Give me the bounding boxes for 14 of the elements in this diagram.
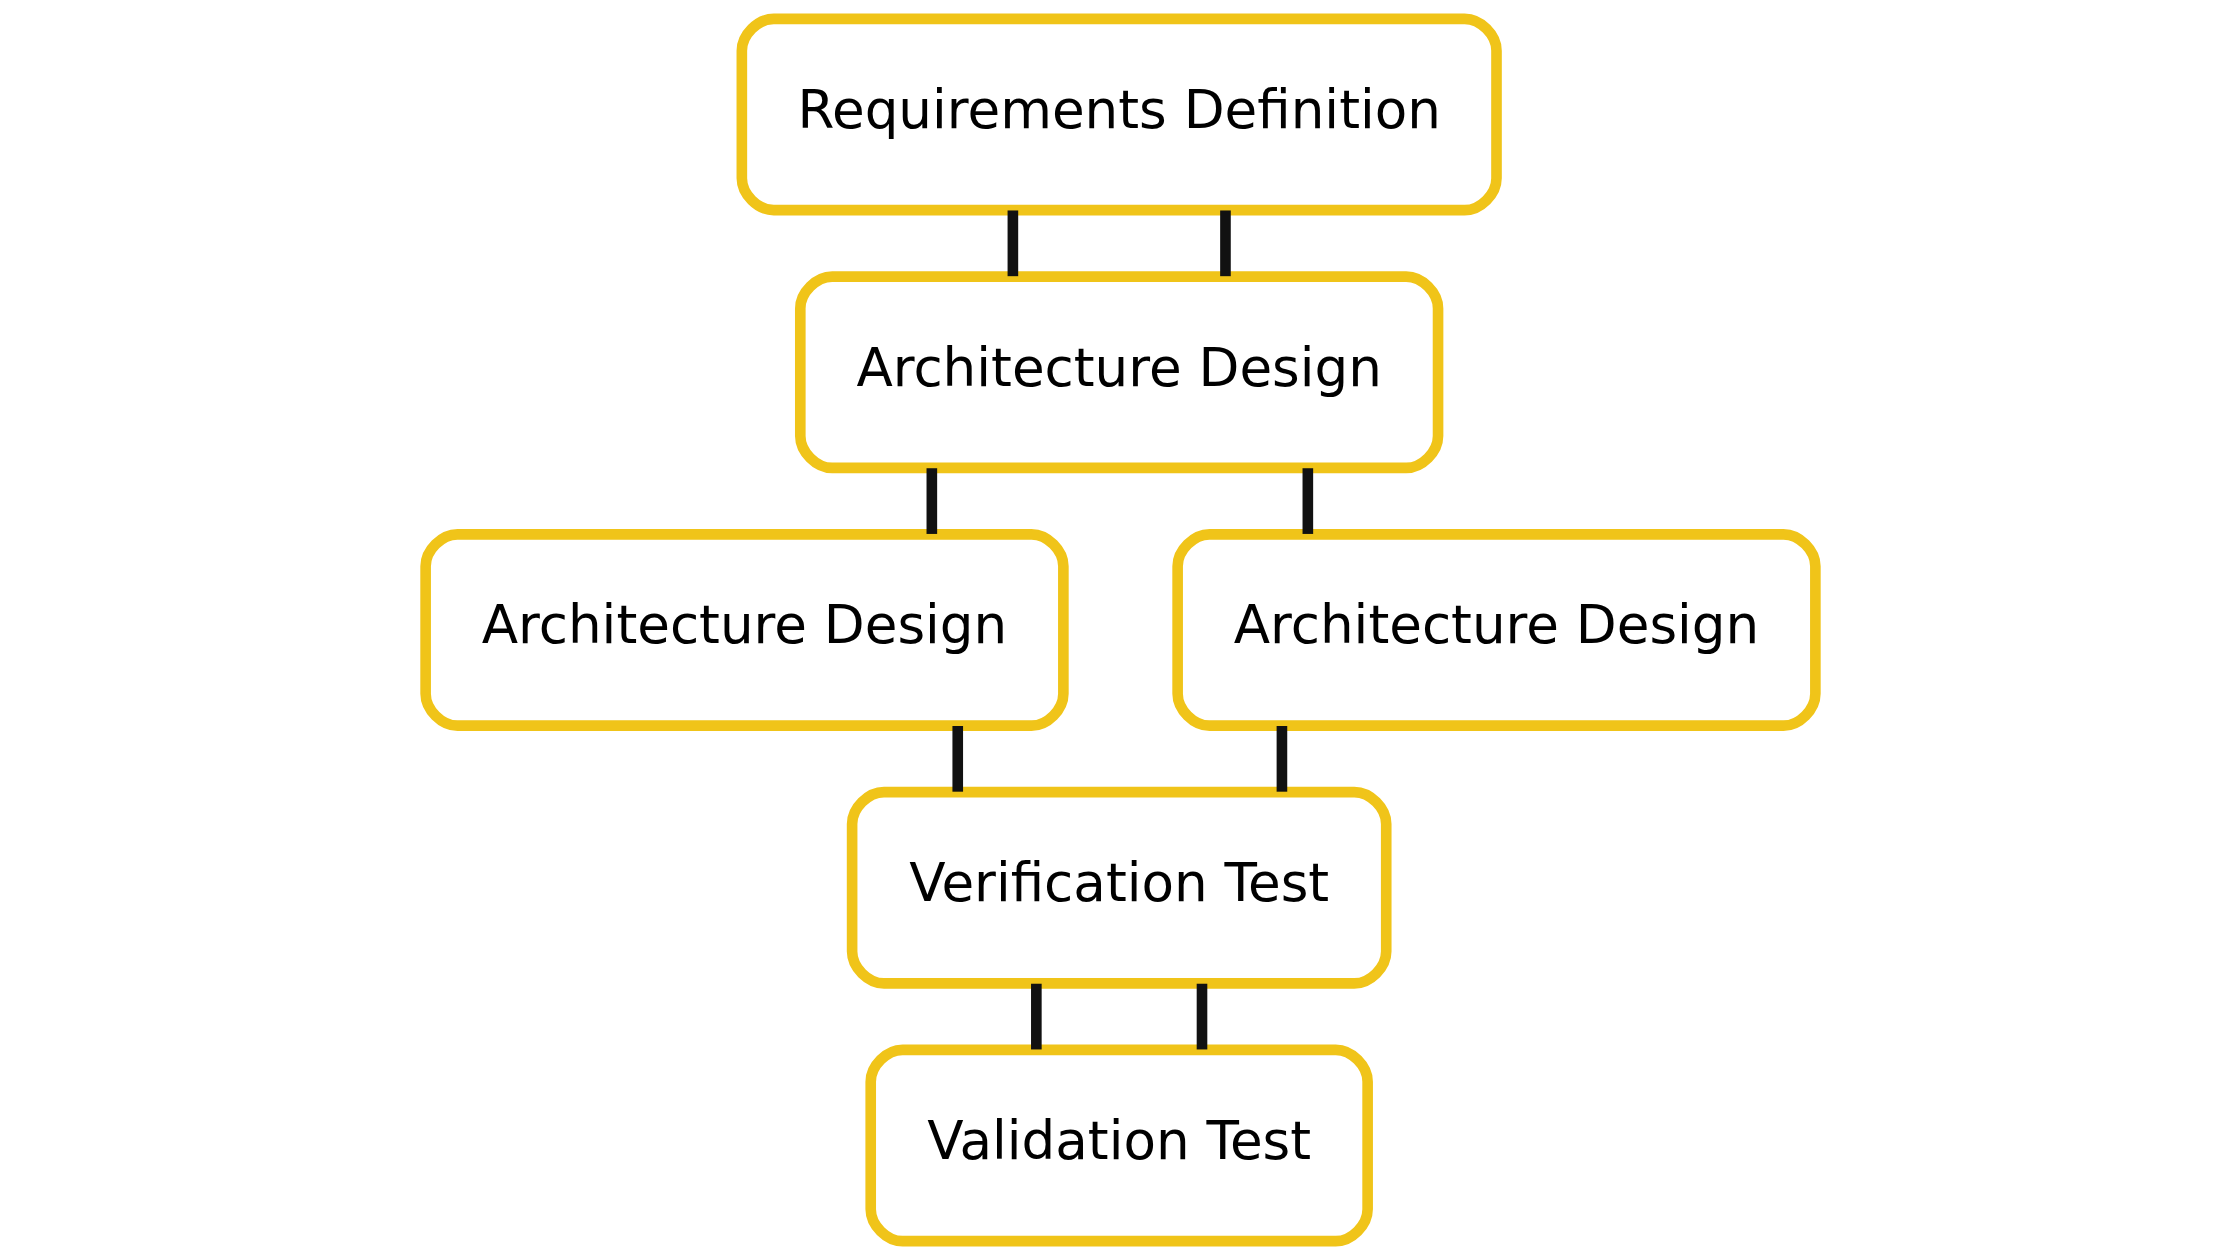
node-box: Validation Test [864,1044,1373,1247]
connector [1276,726,1287,792]
node-box: Architecture Design [1171,529,1821,731]
connector [1196,983,1207,1050]
node-box: Architecture Design [794,271,1443,474]
connector [1219,210,1231,277]
connector [1030,983,1042,1050]
node-box: Verification Test [846,786,1392,989]
connector [951,726,963,792]
connector [926,468,937,534]
connector [1007,210,1018,277]
node-box: Requirements Definition [736,13,1502,216]
connector [1302,468,1313,534]
node-box: Architecture Design [419,529,1069,731]
